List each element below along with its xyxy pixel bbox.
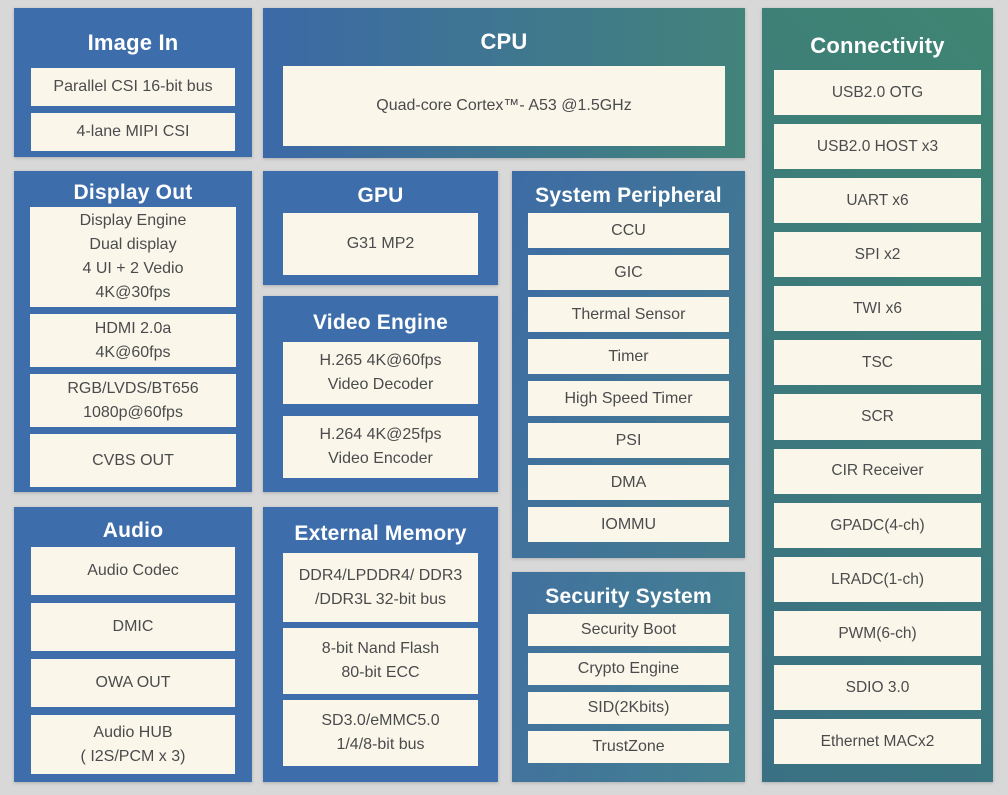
panel-cpu: CPU Quad-core Cortex™- A53 @1.5GHz bbox=[263, 8, 745, 158]
block-dma: DMA bbox=[528, 465, 729, 500]
block-mipi-csi: 4-lane MIPI CSI bbox=[31, 113, 235, 151]
panel-title-security-system: Security System bbox=[545, 585, 712, 608]
block-timer: Timer bbox=[528, 339, 729, 374]
block-video-decoder: H.265 4K@60fps Video Decoder bbox=[283, 342, 478, 404]
block-tsc: TSC bbox=[774, 340, 981, 386]
panel-title-system-peripheral: System Peripheral bbox=[535, 184, 722, 207]
panel-title-gpu: GPU bbox=[357, 184, 404, 207]
external-memory-blocks: DDR4/LPDDR4/ DDR3 /DDR3L 32-bit bus 8-bi… bbox=[283, 553, 478, 766]
block-hdmi: HDMI 2.0a 4K@60fps bbox=[30, 314, 236, 367]
block-trustzone: TrustZone bbox=[528, 731, 729, 763]
block-sid: SID(2Kbits) bbox=[528, 692, 729, 724]
panel-title-connectivity: Connectivity bbox=[810, 33, 945, 58]
block-gpadc: GPADC(4-ch) bbox=[774, 502, 981, 548]
gpu-blocks: G31 MP2 bbox=[283, 213, 478, 275]
image-in-blocks: Parallel CSI 16-bit bus 4-lane MIPI CSI bbox=[31, 68, 235, 151]
block-display-engine: Display Engine Dual display 4 UI + 2 Ved… bbox=[30, 207, 236, 307]
panel-display-out: Display Out Display Engine Dual display … bbox=[14, 171, 252, 492]
block-ccu: CCU bbox=[528, 213, 729, 248]
panel-security-system: Security System Security Boot Crypto Eng… bbox=[512, 572, 745, 782]
block-security-boot: Security Boot bbox=[528, 614, 729, 646]
block-high-speed-timer: High Speed Timer bbox=[528, 381, 729, 416]
display-out-blocks: Display Engine Dual display 4 UI + 2 Ved… bbox=[30, 207, 236, 487]
block-uart: UART x6 bbox=[774, 178, 981, 224]
block-lradc: LRADC(1-ch) bbox=[774, 556, 981, 602]
cpu-blocks: Quad-core Cortex™- A53 @1.5GHz bbox=[283, 66, 725, 146]
block-usb2-otg: USB2.0 OTG bbox=[774, 70, 981, 116]
system-peripheral-blocks: CCU GIC Thermal Sensor Timer High Speed … bbox=[528, 213, 729, 542]
block-audio-hub: Audio HUB ( I2S/PCM x 3) bbox=[31, 715, 235, 774]
block-audio-codec: Audio Codec bbox=[31, 547, 235, 595]
block-twi: TWI x6 bbox=[774, 286, 981, 332]
block-psi: PSI bbox=[528, 423, 729, 458]
block-spi: SPI x2 bbox=[774, 232, 981, 278]
block-iommu: IOMMU bbox=[528, 507, 729, 542]
panel-gpu: GPU G31 MP2 bbox=[263, 171, 498, 285]
block-thermal-sensor: Thermal Sensor bbox=[528, 297, 729, 332]
block-ddr: DDR4/LPDDR4/ DDR3 /DDR3L 32-bit bus bbox=[283, 553, 478, 622]
block-owa-out: OWA OUT bbox=[31, 659, 235, 707]
block-ethernet-mac: Ethernet MACx2 bbox=[774, 718, 981, 765]
block-nand-flash: 8-bit Nand Flash 80-bit ECC bbox=[283, 628, 478, 694]
block-sd-emmc: SD3.0/eMMC5.0 1/4/8-bit bus bbox=[283, 700, 478, 766]
block-rgb-lvds-bt656: RGB/LVDS/BT656 1080p@60fps bbox=[30, 374, 236, 427]
block-video-encoder: H.264 4K@25fps Video Encoder bbox=[283, 416, 478, 478]
panel-audio: Audio Audio Codec DMIC OWA OUT Audio HUB… bbox=[14, 507, 252, 782]
security-system-blocks: Security Boot Crypto Engine SID(2Kbits) … bbox=[528, 614, 729, 764]
panel-connectivity: Connectivity USB2.0 OTG USB2.0 HOST x3 U… bbox=[762, 8, 993, 782]
panel-video-engine: Video Engine H.265 4K@60fps Video Decode… bbox=[263, 296, 498, 492]
panel-title-cpu: CPU bbox=[480, 29, 528, 54]
block-g31-mp2: G31 MP2 bbox=[283, 213, 478, 275]
block-cortex-a53: Quad-core Cortex™- A53 @1.5GHz bbox=[283, 66, 725, 146]
video-engine-blocks: H.265 4K@60fps Video Decoder H.264 4K@25… bbox=[283, 342, 478, 478]
block-parallel-csi: Parallel CSI 16-bit bus bbox=[31, 68, 235, 106]
block-scr: SCR bbox=[774, 394, 981, 440]
panel-title-external-memory: External Memory bbox=[294, 522, 467, 545]
panel-title-display-out: Display Out bbox=[73, 181, 193, 204]
block-cvbs-out: CVBS OUT bbox=[30, 434, 236, 487]
block-usb2-host: USB2.0 HOST x3 bbox=[774, 124, 981, 170]
audio-blocks: Audio Codec DMIC OWA OUT Audio HUB ( I2S… bbox=[31, 547, 235, 774]
panel-system-peripheral: System Peripheral CCU GIC Thermal Sensor… bbox=[512, 171, 745, 558]
panel-external-memory: External Memory DDR4/LPDDR4/ DDR3 /DDR3L… bbox=[263, 507, 498, 782]
panel-title-audio: Audio bbox=[102, 519, 164, 542]
panel-title-video-engine: Video Engine bbox=[312, 311, 449, 334]
block-cir-receiver: CIR Receiver bbox=[774, 448, 981, 494]
panel-image-in: Image In Parallel CSI 16-bit bus 4-lane … bbox=[14, 8, 252, 157]
block-crypto-engine: Crypto Engine bbox=[528, 653, 729, 685]
connectivity-blocks: USB2.0 OTG USB2.0 HOST x3 UART x6 SPI x2… bbox=[774, 70, 981, 765]
block-gic: GIC bbox=[528, 255, 729, 290]
block-pwm: PWM(6-ch) bbox=[774, 610, 981, 656]
block-dmic: DMIC bbox=[31, 603, 235, 651]
block-sdio: SDIO 3.0 bbox=[774, 664, 981, 710]
panel-title-image-in: Image In bbox=[87, 30, 179, 55]
